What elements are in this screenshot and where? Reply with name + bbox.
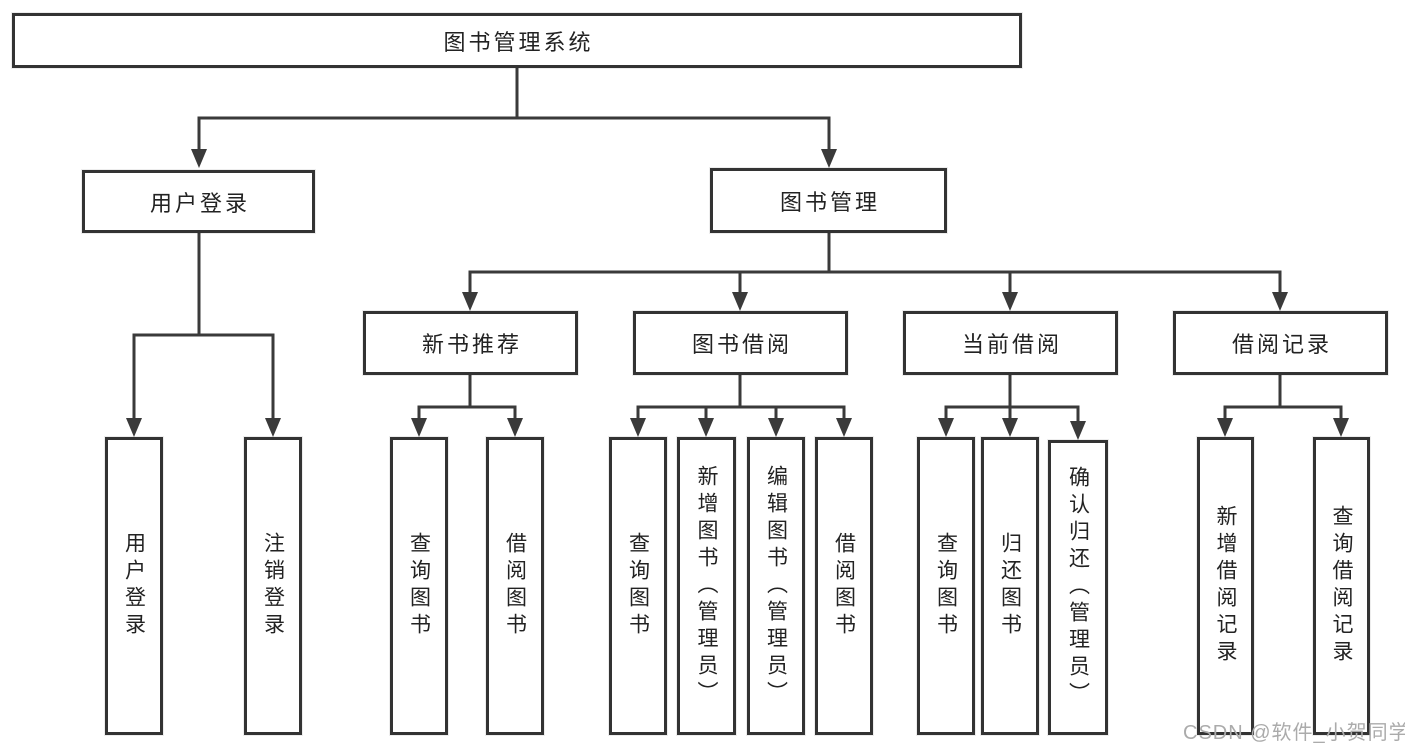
leaf-confirm-return-admin: 确认归还（管理员） — [1048, 440, 1108, 735]
connector-book-borrow-to-leaves — [630, 373, 852, 437]
leaf-query-borrow-record: 查询借阅记录 — [1313, 437, 1370, 735]
connector-current-borrow-to-leaves — [938, 373, 1086, 440]
connector-root-to-level2 — [191, 66, 837, 168]
node-library-system: 图书管理系统 — [12, 13, 1022, 68]
watermark-text: CSDN @软件_小贺同学 — [1183, 722, 1405, 744]
node-book-borrow: 图书借阅 — [633, 311, 848, 375]
node-book-management: 图书管理 — [710, 168, 947, 233]
leaf-return-book: 归还图书 — [981, 437, 1039, 735]
connector-book-mgmt-to-level3 — [462, 231, 1288, 311]
connector-user-login-to-leaves — [126, 231, 281, 437]
node-current-borrow: 当前借阅 — [903, 311, 1118, 375]
leaf-logout: 注销登录 — [244, 437, 302, 735]
leaf-borrow-books-recommend: 借阅图书 — [486, 437, 544, 735]
node-user-login: 用户登录 — [82, 170, 315, 233]
leaf-borrow-books: 借阅图书 — [815, 437, 873, 735]
leaf-edit-book-admin: 编辑图书（管理员） — [747, 437, 805, 735]
connector-new-book-to-leaves — [411, 373, 523, 437]
leaf-add-borrow-record: 新增借阅记录 — [1197, 437, 1254, 735]
leaf-query-books-current: 查询图书 — [917, 437, 975, 735]
node-borrow-records: 借阅记录 — [1173, 311, 1388, 375]
leaf-query-books-borrow: 查询图书 — [609, 437, 667, 735]
node-new-book-recommend: 新书推荐 — [363, 311, 578, 375]
connector-borrow-records-to-leaves — [1217, 373, 1349, 437]
leaf-user-login: 用户登录 — [105, 437, 163, 735]
leaf-add-book-admin: 新增图书（管理员） — [677, 437, 736, 735]
leaf-query-books-recommend: 查询图书 — [390, 437, 448, 735]
